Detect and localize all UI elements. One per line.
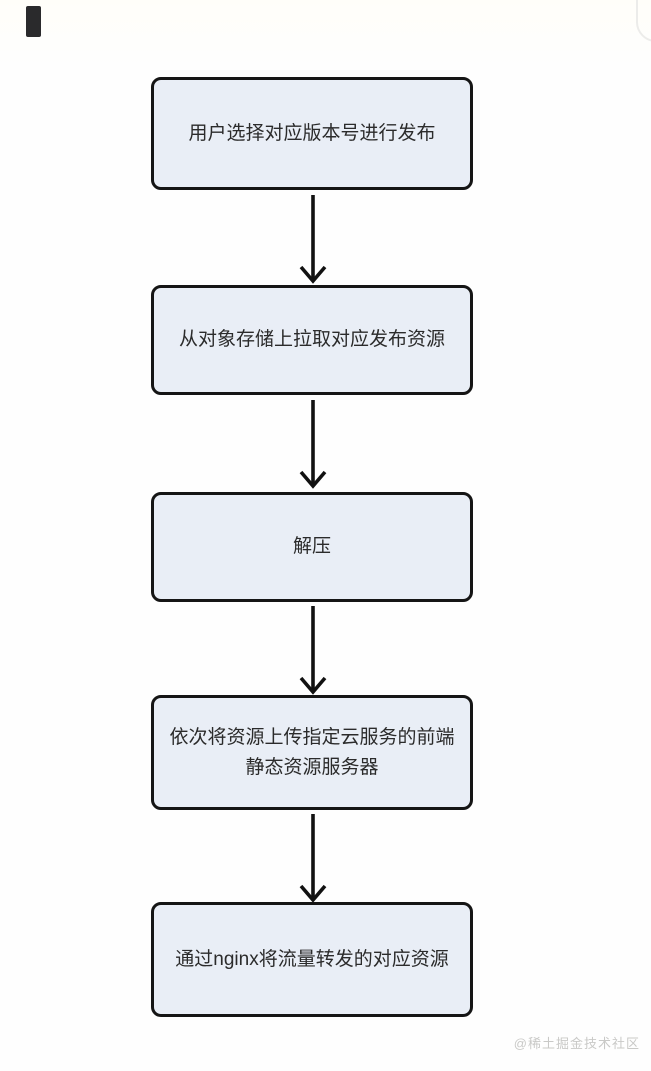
flow-node-nginx-forward: 通过nginx将流量转发的对应资源 bbox=[151, 902, 473, 1017]
arrow-down-icon bbox=[293, 812, 333, 904]
flow-node-label: 解压 bbox=[292, 536, 331, 558]
top-right-rounded-corner bbox=[636, 0, 651, 42]
arrow-down-icon bbox=[293, 604, 333, 696]
flow-node-label: 通过nginx将流量转发的对应资源 bbox=[175, 948, 449, 970]
flow-node-label: 从对象存储上拉取对应发布资源 bbox=[178, 329, 445, 351]
flow-node-label: 用户选择对应版本号进行发布 bbox=[188, 122, 436, 144]
flow-node-upload-static-server: 依次将资源上传指定云服务的前端静态资源服务器 bbox=[151, 695, 473, 810]
arrow-down-icon bbox=[293, 398, 333, 490]
flow-node-label: 依次将资源上传指定云服务的前端静态资源服务器 bbox=[169, 727, 455, 778]
arrow-down-icon bbox=[293, 193, 333, 285]
watermark: @稀土掘金技术社区 bbox=[513, 1036, 640, 1051]
flow-node-select-version: 用户选择对应版本号进行发布 bbox=[151, 77, 473, 190]
top-left-mark bbox=[26, 6, 41, 37]
flow-node-unzip: 解压 bbox=[151, 492, 473, 602]
flow-node-pull-resources: 从对象存储上拉取对应发布资源 bbox=[151, 285, 473, 395]
